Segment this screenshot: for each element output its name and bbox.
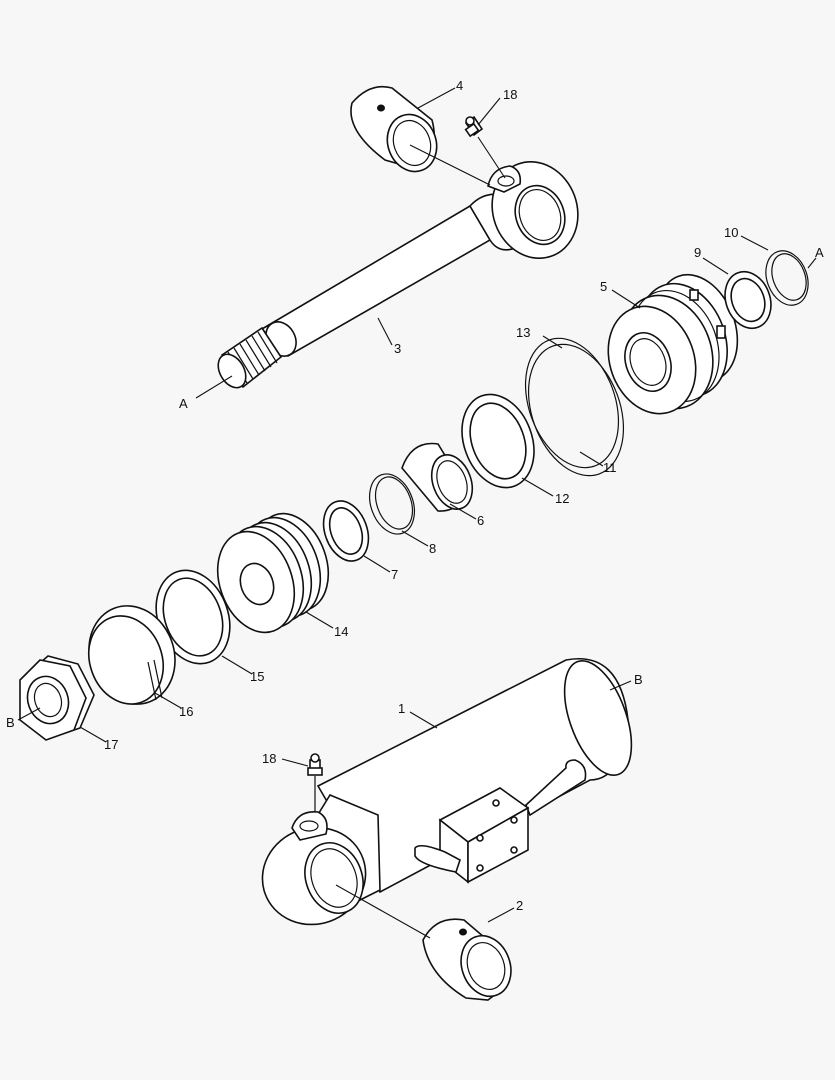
callout-labels: 4 18 3 A 10 A 9 5 13 11 12 6 8 7 14 15 1…	[6, 78, 824, 913]
grease-nipple-part-18-bottom	[307, 753, 323, 812]
bushing-part-4	[350, 85, 438, 173]
piston-part-14	[216, 512, 330, 634]
callout-18-bottom: 18	[262, 751, 276, 766]
gland-part-5	[607, 273, 739, 415]
snap-ring-part-10	[765, 250, 809, 306]
callout-b-left: B	[6, 715, 15, 730]
leader-lines	[17, 87, 817, 939]
callout-2: 2	[516, 898, 523, 913]
bushing-part-6	[401, 442, 474, 512]
callout-14: 14	[334, 624, 348, 639]
callout-3: 3	[394, 341, 401, 356]
callout-8: 8	[429, 541, 436, 556]
callout-a-right: A	[815, 245, 824, 260]
callout-15: 15	[250, 669, 264, 684]
callout-6: 6	[477, 513, 484, 528]
callout-1: 1	[398, 701, 405, 716]
ring-part-7	[322, 500, 370, 562]
bushing-part-2	[422, 918, 512, 1001]
callout-11: 11	[603, 460, 617, 475]
callout-10: 10	[724, 225, 738, 240]
callout-13: 13	[516, 325, 530, 340]
callout-12: 12	[555, 491, 569, 506]
split-ring-part-8	[368, 473, 416, 535]
seal-part-15	[155, 569, 231, 665]
callout-7: 7	[391, 567, 398, 582]
callout-18-top: 18	[503, 87, 517, 102]
ring-part-9	[724, 270, 772, 330]
cylinder-barrel-part-1	[261, 658, 633, 926]
callout-9: 9	[694, 245, 701, 260]
grease-nipple-part-18-top	[464, 115, 484, 138]
callout-17: 17	[104, 737, 118, 752]
callout-b-right: B	[634, 672, 643, 687]
callout-16: 16	[179, 704, 193, 719]
wear-band-part-16	[88, 605, 176, 705]
wear-ring-part-12	[461, 393, 535, 489]
callout-4: 4	[456, 78, 463, 93]
nut-part-17	[19, 655, 95, 741]
callout-5: 5	[600, 279, 607, 294]
callout-a-top: A	[179, 396, 188, 411]
piston-rod-part-3	[217, 160, 579, 389]
